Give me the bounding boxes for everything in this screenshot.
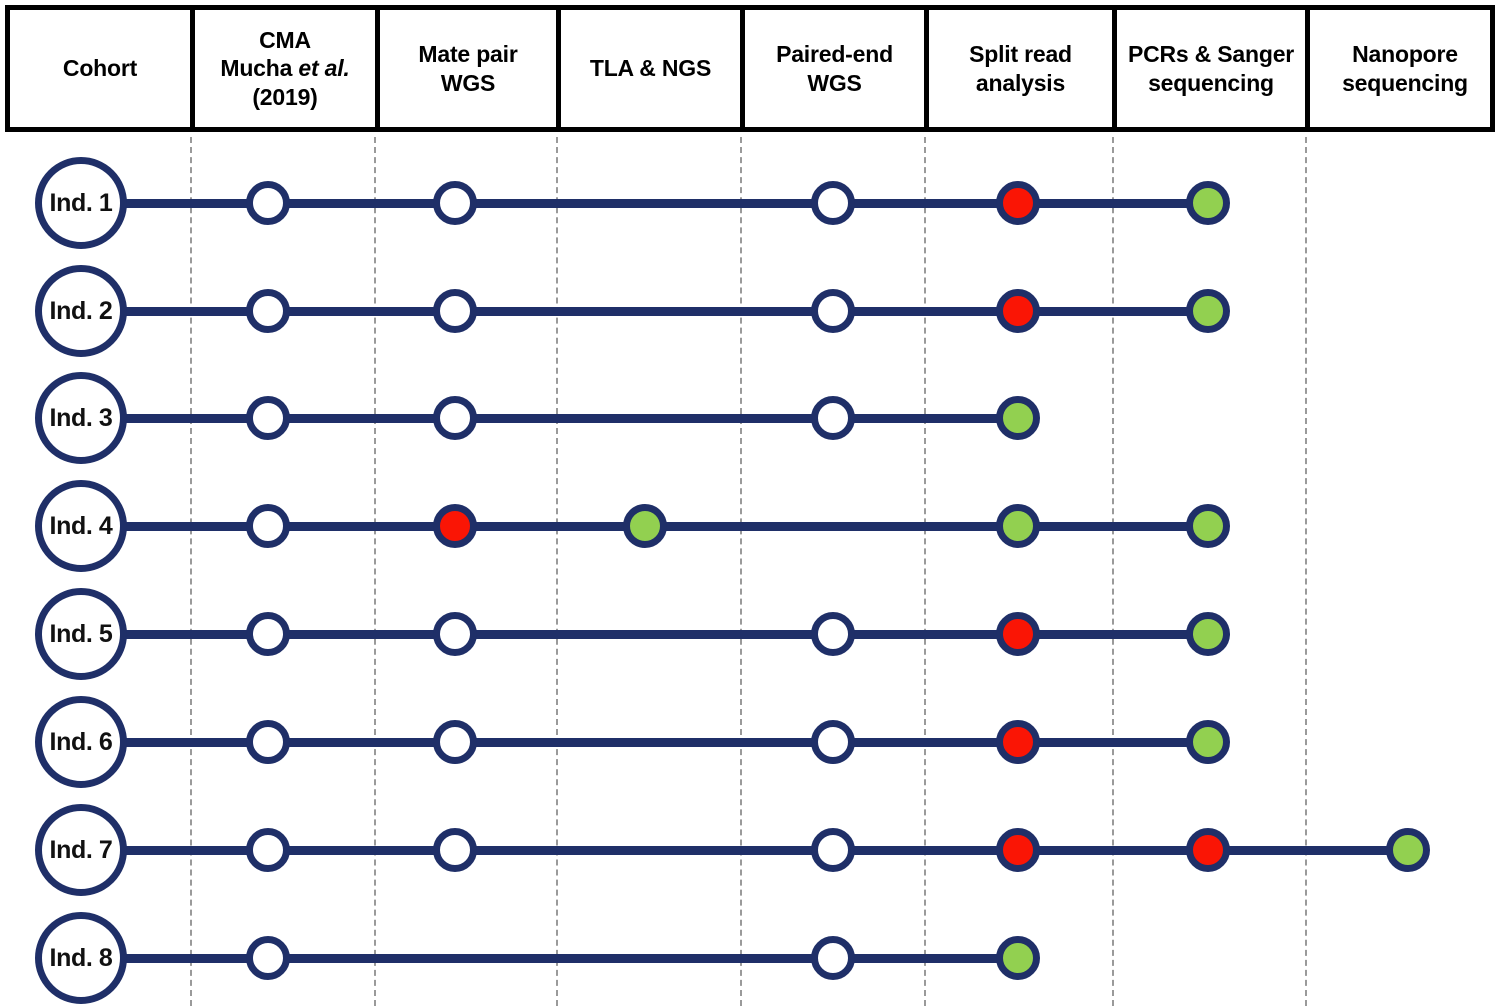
individual-label-ind-6[interactable]: Ind. 6 xyxy=(35,696,127,788)
assay-node-ind-2-pcr-green[interactable] xyxy=(1186,289,1230,333)
assay-node-ind-7-nanopore-green[interactable] xyxy=(1386,828,1430,872)
column-separator-7 xyxy=(1305,137,1307,1006)
assay-node-ind-6-splitread-red[interactable] xyxy=(996,720,1040,764)
cohort-row-ind-5: Ind. 5 xyxy=(0,580,1500,688)
individual-label-ind-5[interactable]: Ind. 5 xyxy=(35,588,127,680)
row-track xyxy=(125,953,1018,963)
cohort-row-ind-2: Ind. 2 xyxy=(0,257,1500,365)
assay-node-ind-1-matepair-white[interactable] xyxy=(433,181,477,225)
assay-node-ind-4-matepair-red[interactable] xyxy=(433,504,477,548)
assay-node-ind-4-tla-green[interactable] xyxy=(623,504,667,548)
cohort-row-ind-4: Ind. 4 xyxy=(0,472,1500,580)
individual-label-ind-3[interactable]: Ind. 3 xyxy=(35,372,127,464)
assay-node-ind-7-matepair-white[interactable] xyxy=(433,828,477,872)
column-separator-6 xyxy=(1112,137,1114,1006)
cohort-row-ind-8: Ind. 8 xyxy=(0,904,1500,1006)
assay-node-ind-8-pairedend-white[interactable] xyxy=(811,936,855,980)
cohort-row-ind-7: Ind. 7 xyxy=(0,796,1500,904)
column-separator-4 xyxy=(740,137,742,1006)
assay-node-ind-7-pairedend-white[interactable] xyxy=(811,828,855,872)
assay-node-ind-7-splitread-red[interactable] xyxy=(996,828,1040,872)
row-track xyxy=(125,198,1208,208)
row-track xyxy=(125,306,1208,316)
header-cell-cohort: Cohort xyxy=(10,10,195,127)
assay-node-ind-4-splitread-green[interactable] xyxy=(996,504,1040,548)
assay-node-ind-8-cma-white[interactable] xyxy=(246,936,290,980)
assay-node-ind-3-matepair-white[interactable] xyxy=(433,396,477,440)
cohort-row-ind-3: Ind. 3 xyxy=(0,364,1500,472)
assay-node-ind-8-splitread-green[interactable] xyxy=(996,936,1040,980)
assay-node-ind-5-cma-white[interactable] xyxy=(246,612,290,656)
assay-node-ind-1-pcr-green[interactable] xyxy=(1186,181,1230,225)
column-separator-3 xyxy=(556,137,558,1006)
assay-node-ind-1-pairedend-white[interactable] xyxy=(811,181,855,225)
individual-label-ind-8[interactable]: Ind. 8 xyxy=(35,912,127,1004)
assay-node-ind-7-pcr-red[interactable] xyxy=(1186,828,1230,872)
column-separator-1 xyxy=(190,137,192,1006)
assay-node-ind-3-pairedend-white[interactable] xyxy=(811,396,855,440)
row-track xyxy=(125,629,1208,639)
assay-node-ind-1-splitread-red[interactable] xyxy=(996,181,1040,225)
assay-node-ind-2-splitread-red[interactable] xyxy=(996,289,1040,333)
assay-node-ind-2-pairedend-white[interactable] xyxy=(811,289,855,333)
assay-node-ind-3-splitread-green[interactable] xyxy=(996,396,1040,440)
cohort-row-ind-6: Ind. 6 xyxy=(0,688,1500,796)
assay-node-ind-5-matepair-white[interactable] xyxy=(433,612,477,656)
individual-label-ind-7[interactable]: Ind. 7 xyxy=(35,804,127,896)
row-track xyxy=(125,845,1408,855)
assay-node-ind-6-pairedend-white[interactable] xyxy=(811,720,855,764)
assay-node-ind-2-cma-white[interactable] xyxy=(246,289,290,333)
assay-node-ind-5-pcr-green[interactable] xyxy=(1186,612,1230,656)
assay-node-ind-4-cma-white[interactable] xyxy=(246,504,290,548)
cohort-row-ind-1: Ind. 1 xyxy=(0,149,1500,257)
assay-node-ind-5-pairedend-white[interactable] xyxy=(811,612,855,656)
assay-node-ind-4-pcr-green[interactable] xyxy=(1186,504,1230,548)
individual-label-ind-2[interactable]: Ind. 2 xyxy=(35,265,127,357)
assay-node-ind-3-cma-white[interactable] xyxy=(246,396,290,440)
column-separator-2 xyxy=(374,137,376,1006)
assay-node-ind-5-splitread-red[interactable] xyxy=(996,612,1040,656)
row-track xyxy=(125,413,1018,423)
column-separator-5 xyxy=(924,137,926,1006)
assay-node-ind-6-cma-white[interactable] xyxy=(246,720,290,764)
assay-node-ind-1-cma-white[interactable] xyxy=(246,181,290,225)
header-cell-tla: TLA & NGS xyxy=(561,10,745,127)
individual-label-ind-4[interactable]: Ind. 4 xyxy=(35,480,127,572)
header-label-cohort: Cohort xyxy=(62,55,138,82)
assay-node-ind-6-matepair-white[interactable] xyxy=(433,720,477,764)
header-label-tla: TLA & NGS xyxy=(589,55,712,82)
individual-label-ind-1[interactable]: Ind. 1 xyxy=(35,157,127,249)
assay-node-ind-2-matepair-white[interactable] xyxy=(433,289,477,333)
row-track xyxy=(125,737,1208,747)
assay-node-ind-7-cma-white[interactable] xyxy=(246,828,290,872)
assay-node-ind-6-pcr-green[interactable] xyxy=(1186,720,1230,764)
